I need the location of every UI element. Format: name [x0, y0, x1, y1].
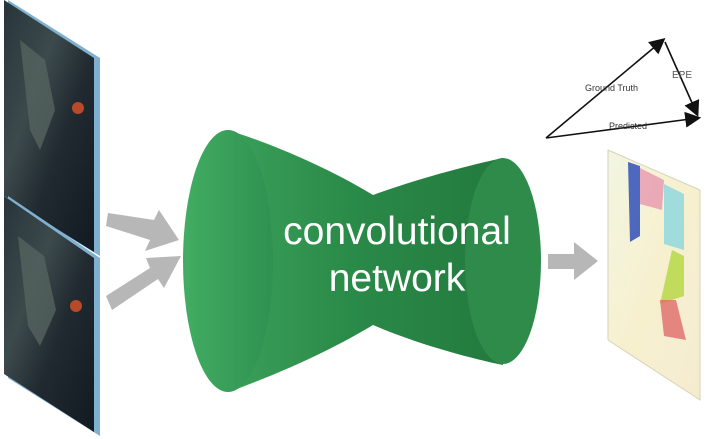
flow-region-blue — [628, 162, 640, 242]
input-frame-2-highlight — [70, 300, 82, 312]
input-frame-1 — [4, 0, 100, 256]
epe-diagram: Ground Truth Predicted EPE — [545, 37, 702, 139]
input-frame-1-highlight — [72, 102, 84, 114]
epe-vector — [664, 41, 700, 117]
output-arrow — [548, 242, 598, 280]
flow-region-cyan — [664, 184, 684, 250]
flow-output-frame — [607, 149, 701, 401]
input-arrow-top — [106, 210, 179, 251]
network-output-face — [465, 158, 541, 364]
network-label-line-1: convolutional — [283, 210, 511, 253]
input-frame-1-figure — [20, 40, 55, 150]
flow-region-red — [660, 300, 686, 340]
network-label-line-2: network — [328, 257, 466, 300]
input-frame-2 — [4, 196, 100, 436]
ground-truth-vector — [545, 37, 666, 139]
network-label: convolutional network — [252, 208, 542, 302]
flow-region-pink — [640, 168, 664, 210]
epe-label: EPE — [672, 70, 692, 81]
input-arrow-bottom — [106, 256, 181, 310]
input-frame-2-figure — [18, 236, 56, 346]
predicted-label: Predicted — [609, 121, 647, 131]
network-body — [228, 130, 503, 392]
flow-region-green — [660, 250, 684, 304]
network-hourglass — [183, 130, 541, 392]
network-input-face — [183, 130, 273, 392]
predicted-vector — [545, 111, 702, 139]
ground-truth-label: Ground Truth — [585, 83, 638, 93]
